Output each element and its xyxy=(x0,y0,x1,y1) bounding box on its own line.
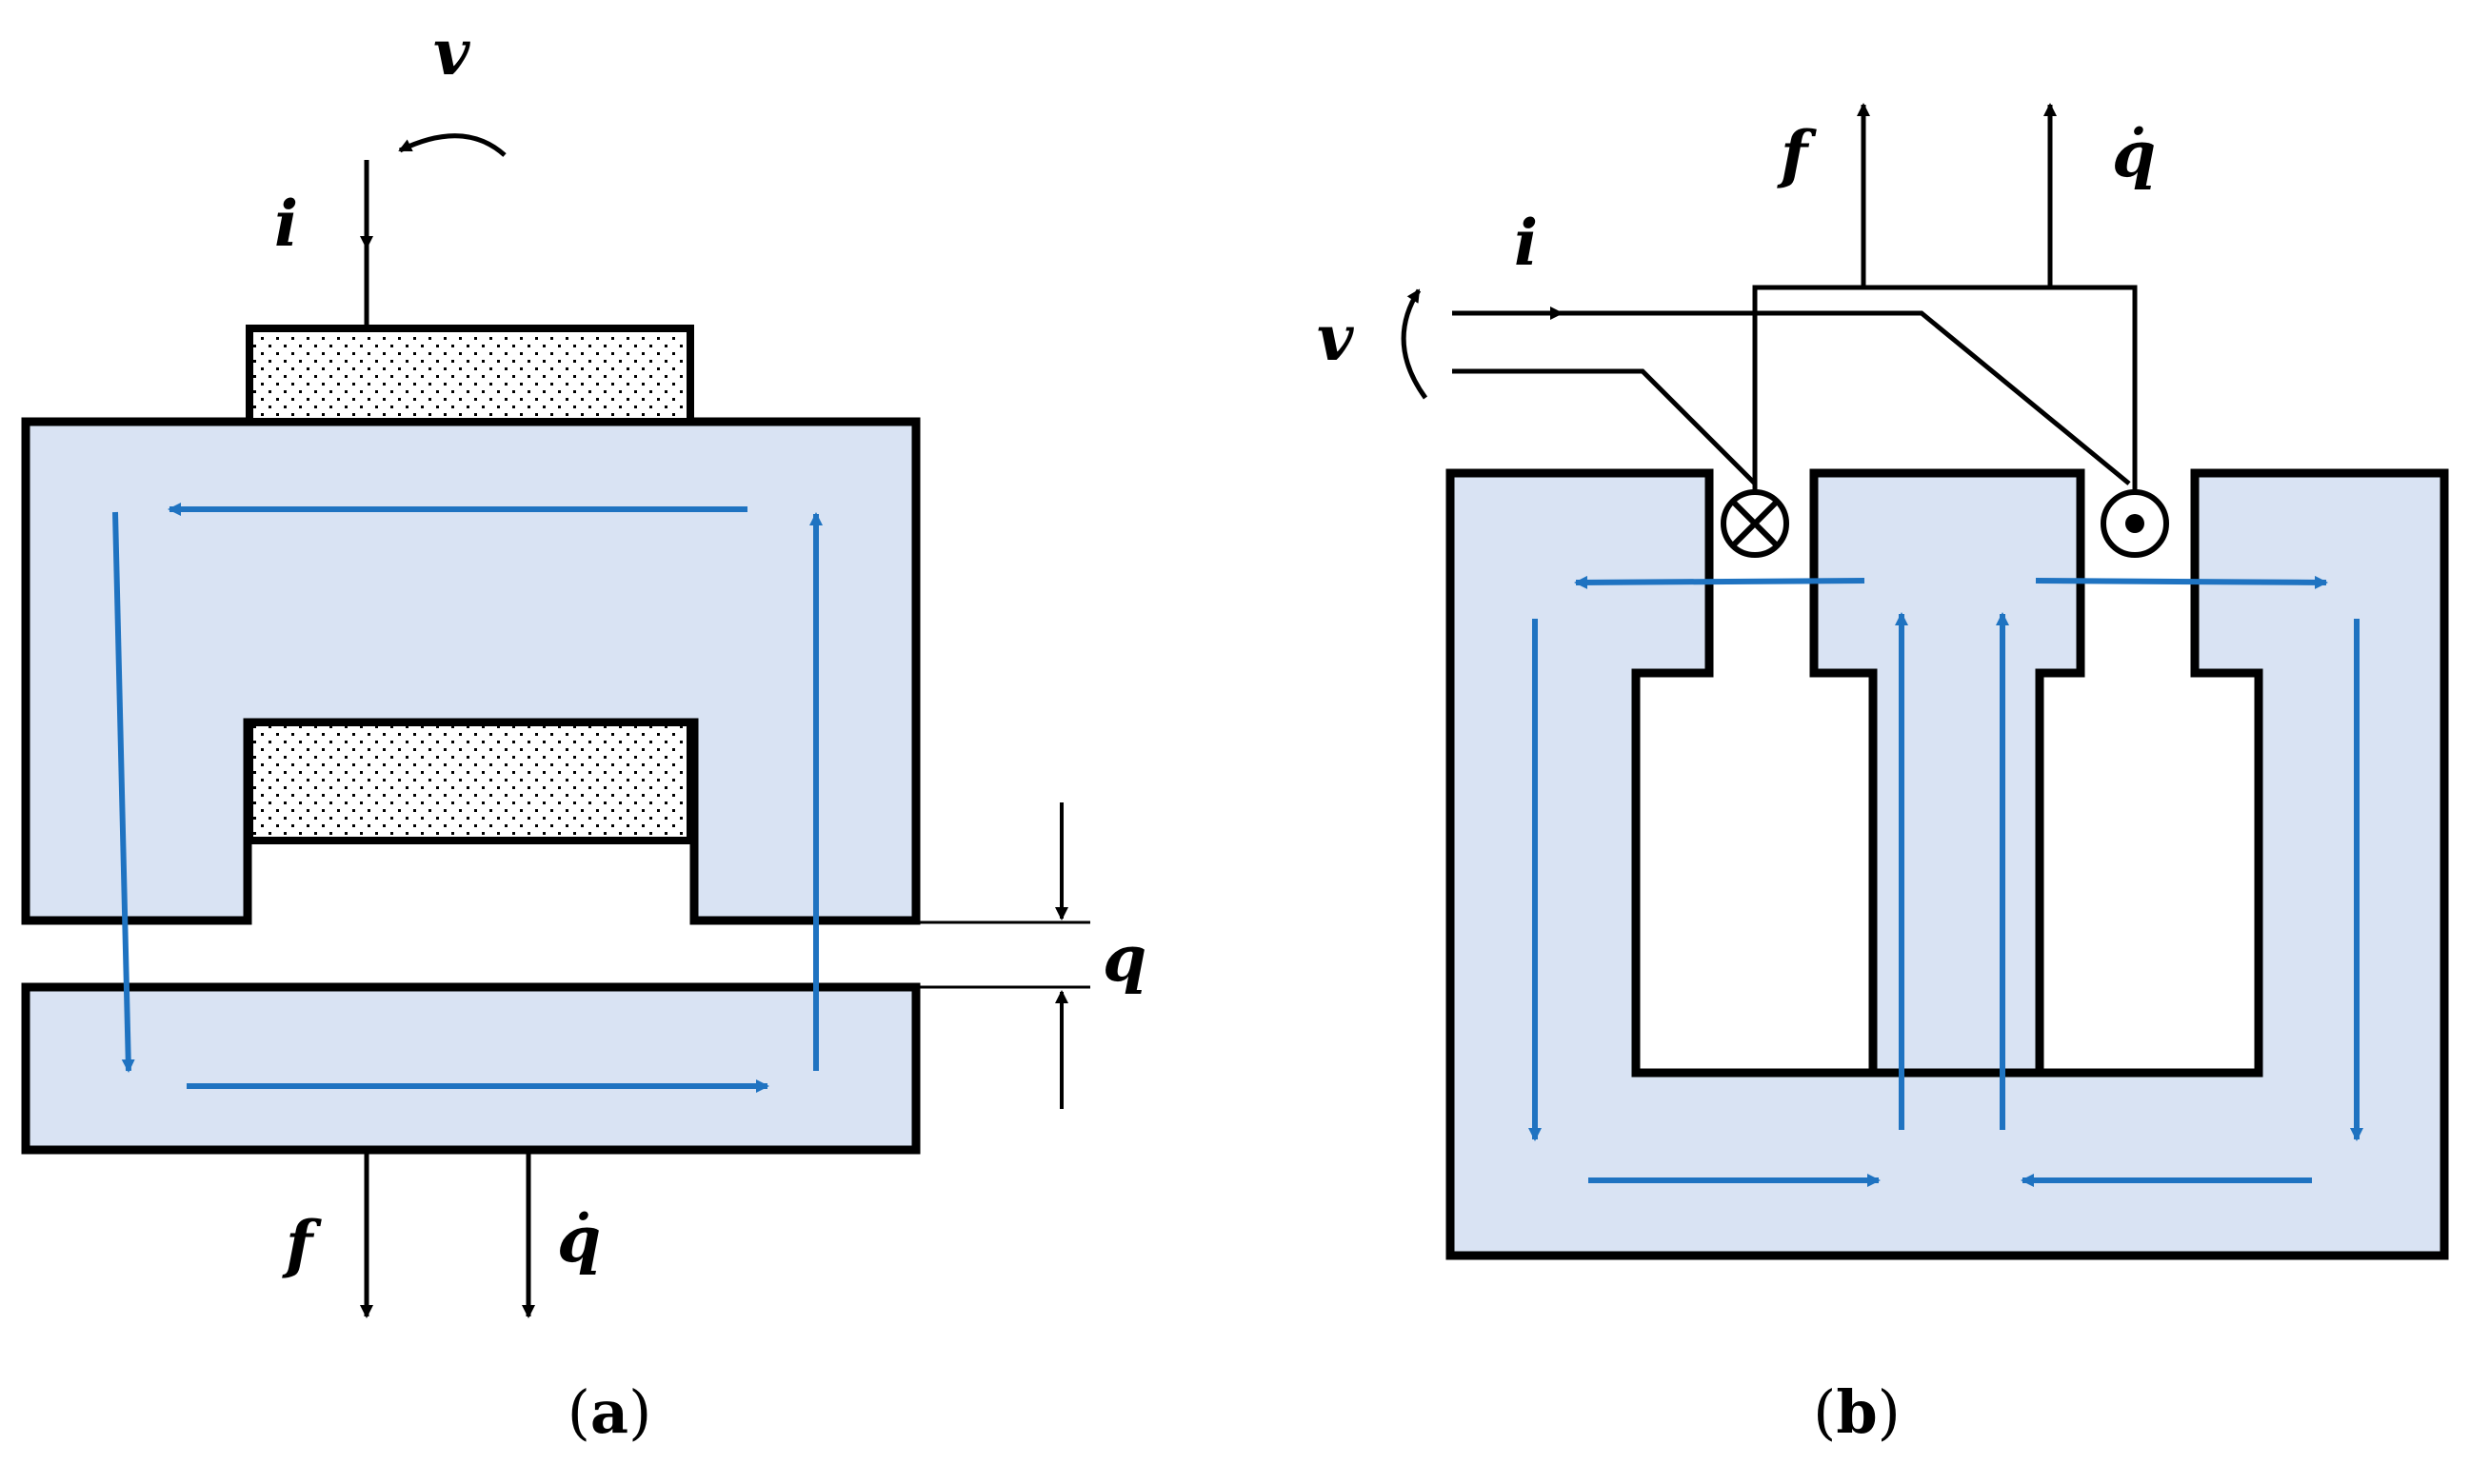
panel-b: f q̇ i v (b) xyxy=(1317,103,2449,1447)
panel-b-conductor-into-icon xyxy=(1721,489,1789,558)
panel-b-plunger xyxy=(1809,468,2085,1078)
panel-a-gap-label: q xyxy=(1103,921,1146,996)
panel-b-voltage-arrow xyxy=(1401,288,1428,400)
panel-a-coil-window xyxy=(246,719,694,844)
panel-b-conductor-out-icon xyxy=(2101,489,2169,558)
panel-a-voltage-label: v xyxy=(433,15,470,89)
panel-b-flux-arrow-upper-right xyxy=(2035,575,2328,589)
panel-b-voltage-label: v xyxy=(1317,301,1354,375)
panel-b-lead-upper xyxy=(1452,310,2131,485)
panel-b-velocity-label: q̇ xyxy=(2112,117,2156,191)
panel-a-velocity-label: q̇ xyxy=(557,1202,601,1276)
panel-a-armature xyxy=(21,982,921,1155)
panel-b-stator xyxy=(1445,468,2449,1260)
panel-a-upper-core xyxy=(21,417,921,925)
panel-a-flux-arrow-left xyxy=(112,511,135,1073)
panel-b-force-label: f xyxy=(1777,117,1817,191)
panel-b-flux-arrow-upper-left xyxy=(1574,575,1865,589)
panel-a-current-label: i xyxy=(274,187,298,261)
panel-b-output-bracket xyxy=(1752,285,2138,490)
panel-b-lead-lower xyxy=(1452,368,1757,485)
panel-b-caption: (b) xyxy=(1813,1377,1901,1447)
panel-a-force-label: f xyxy=(282,1207,322,1281)
panel-a: v i q f q̇ (a) xyxy=(21,15,1146,1447)
panel-b-current-label: i xyxy=(1514,206,1538,280)
panel-a-caption: (a) xyxy=(568,1377,652,1447)
panel-a-voltage-arrow xyxy=(398,133,507,157)
panel-a-coil-top xyxy=(246,325,694,425)
